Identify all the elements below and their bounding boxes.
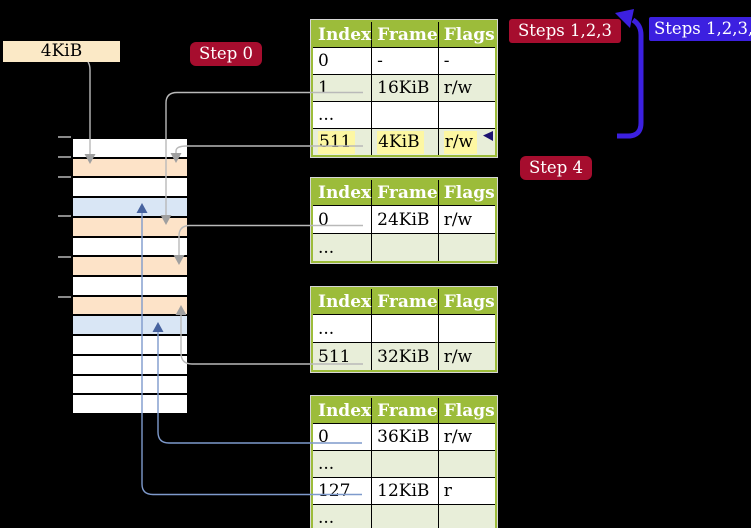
table-row: 127 12KiB r [312,477,496,505]
table-row-recursive-entry: 511 4KiB r/w [312,128,496,157]
table-row: ... [312,314,496,343]
table-header-row: Index Frame Flags [312,21,496,48]
table-row: 0 24KiB r/w [312,205,496,234]
memory-tick [58,136,71,138]
flags-header: Flags [437,288,496,315]
page-table-level1: Index Frame Flags 0 36KiB r/w ... 127 12… [310,395,498,528]
index-cell: ... [312,314,373,343]
frame-header: Frame [371,21,439,48]
index-cell: 0 [312,423,373,451]
table-row: ... [312,504,496,528]
memory-row [73,217,187,238]
frame-cell: 36KiB [371,423,439,451]
memory-row [73,158,187,179]
memory-tick [58,215,71,217]
frame-cell: 12KiB [371,477,439,505]
steps123-label: Steps 1,2,3 [509,19,621,43]
memory-row [73,178,187,199]
memory-row [73,257,187,278]
flags-cell: r/w [437,74,496,102]
index-cell: 511 [312,342,373,372]
index-cell: ... [312,101,373,129]
flags-header: Flags [437,21,496,48]
frame-cell [371,233,439,263]
memory-row [73,355,187,376]
table-row: 0 36KiB r/w [312,423,496,451]
table-row: ... [312,450,496,478]
index-header: Index [312,179,373,206]
memory-tick [58,176,71,178]
table-row: 511 32KiB r/w [312,342,496,372]
memory-row [73,336,187,356]
memory-row [73,139,187,159]
frame-cell: - [371,47,439,75]
steps1234-label: Steps 1,2,3,4 [649,17,751,41]
frame-header: Frame [371,179,439,206]
table-row: ... [312,101,496,129]
memory-row [73,375,187,396]
flags-cell [437,101,496,129]
flags-cell: r/w [437,205,496,234]
memory-row [73,316,187,337]
flags-cell: r [437,477,496,505]
memory-row [73,198,187,218]
memory-tick [58,156,71,158]
flags-cell [437,450,496,478]
index-cell: ... [312,450,373,478]
page-table-level2: Index Frame Flags ... 511 32KiB r/w [310,286,498,373]
flags-cell: r/w [437,128,496,157]
table-header-row: Index Frame Flags [312,179,496,206]
step0-label: Step 0 [190,42,263,66]
frame-cell [371,101,439,129]
step4-label: Step 4 [520,156,593,180]
table-header-row: Index Frame Flags [312,288,496,315]
index-cell: 0 [312,205,373,234]
index-header: Index [312,21,373,48]
memory-row [73,277,187,297]
page-table-level4: Index Frame Flags 0 - - 1 16KiB r/w ... … [310,19,498,158]
frame-cell [371,450,439,478]
index-cell: ... [312,233,373,263]
table-row: ... [312,233,496,263]
frame-cell: 24KiB [371,205,439,234]
index-cell: 0 [312,47,373,75]
index-cell: 1 [312,74,373,102]
flags-cell: - [437,47,496,75]
flags-cell [437,233,496,263]
page-table-level3: Index Frame Flags 0 24KiB r/w ... [310,177,498,264]
table-header-row: Index Frame Flags [312,397,496,424]
memory-tick [58,256,71,258]
table-row: 1 16KiB r/w [312,74,496,102]
frame-header: Frame [371,397,439,424]
highlighted-value: r/w [443,131,478,154]
frame-cell: 16KiB [371,74,439,102]
index-cell: 127 [312,477,373,505]
frame-cell [371,314,439,343]
flags-cell: r/w [437,423,496,451]
frame-header: Frame [371,288,439,315]
memory-row [73,296,187,317]
flags-cell [437,504,496,528]
flags-cell: r/w [437,342,496,372]
memory-row [73,395,187,414]
flags-header: Flags [437,397,496,424]
memory-row [73,237,187,258]
index-header: Index [312,397,373,424]
physical-memory-column [71,137,189,415]
index-cell: ... [312,504,373,528]
memory-tick [58,296,71,298]
frame-cell: 4KiB [371,128,439,157]
flags-cell [437,314,496,343]
highlighted-value: 511 [318,131,356,154]
flags-header: Flags [437,179,496,206]
index-cell: 511 [312,128,373,157]
frame-cell [371,504,439,528]
index-header: Index [312,288,373,315]
table-row: 0 - - [312,47,496,75]
highlighted-value: 4KiB [377,131,424,154]
frame-cell: 32KiB [371,342,439,372]
page-size-box: 4KiB [3,41,120,62]
